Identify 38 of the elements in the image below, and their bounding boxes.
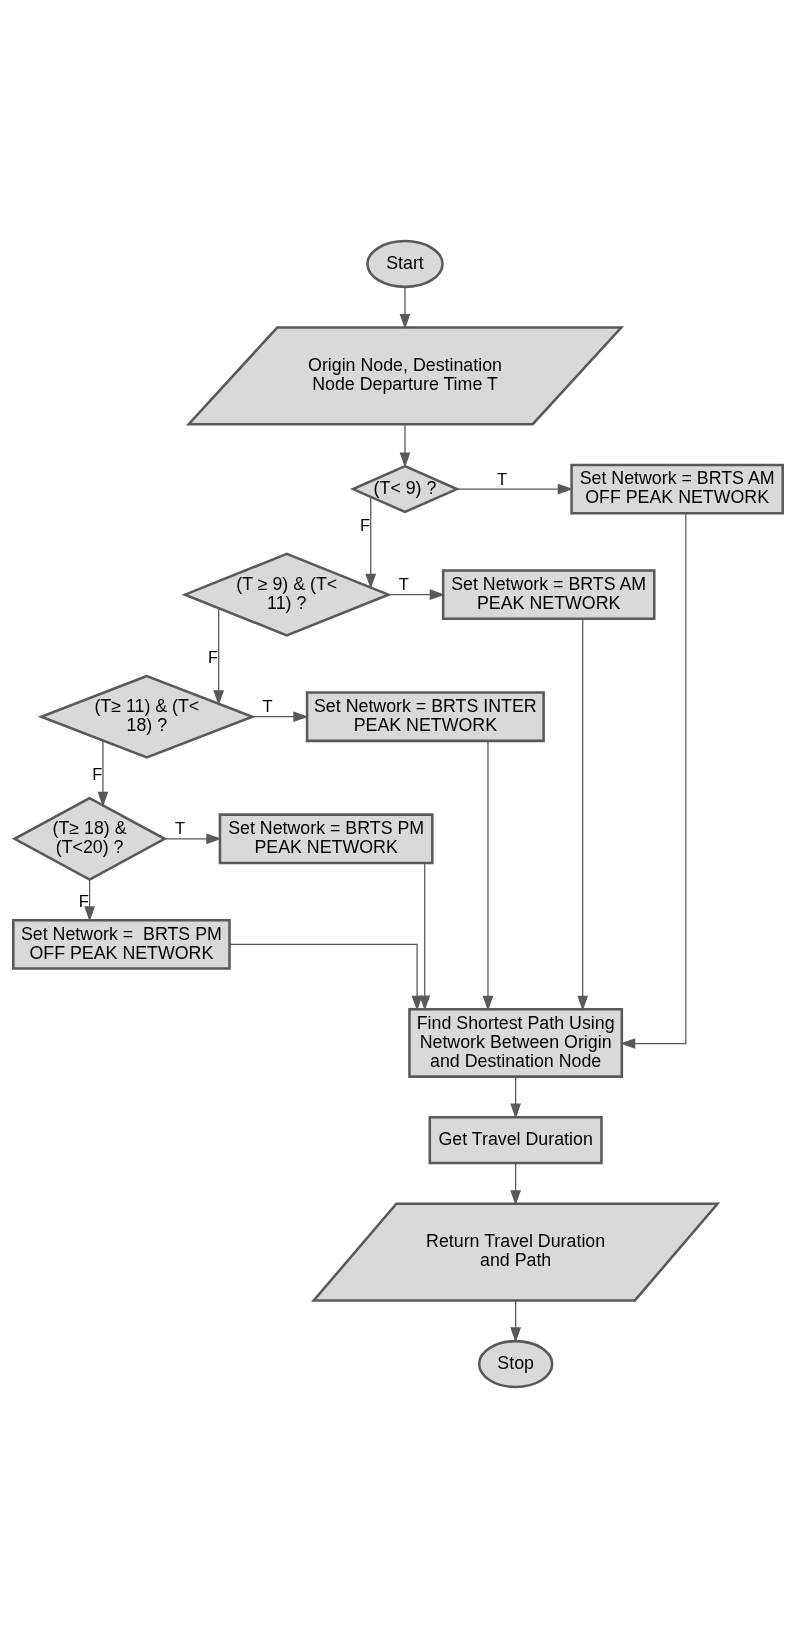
arrow [510,1299,521,1343]
arrow [510,1162,521,1206]
node-diamond: (T≥ 11) & (T< 18) ? [37,674,256,759]
node-diamond: (T≥ 18) & (T<20) ? [11,796,168,881]
arrow [482,740,494,1011]
arrow [229,943,423,1011]
arrow [620,512,687,1049]
arrow [388,589,445,600]
arrow [399,423,411,468]
edge-label: F [78,891,89,911]
arrow [164,833,222,845]
edge-label: F [207,647,219,667]
edge-label: F [359,516,371,536]
arrow [213,607,225,706]
edge-label: F [92,764,103,784]
node-box: Set Network = BRTS AM OFF PEAK NETWORK [570,463,784,515]
arrow [419,862,431,1011]
arrow [251,711,309,723]
node-diamond: (T ≥ 9) & (T< 11) ? [181,552,392,637]
node-box: Find Shortest Path Using Network Between Origin and Destination Node [408,1007,624,1078]
edge-label: T [496,469,508,489]
edge-label: T [262,697,273,717]
arrow [399,286,411,330]
node-box: Set Network = BRTS AM PEAK NETWORK [441,569,656,621]
arrow [577,618,589,1011]
node-ellipse: Stop [477,1339,554,1389]
node-box: Set Network = BRTS PM OFF PEAK NETWORK [12,918,231,970]
arrow [456,483,573,495]
node-box: Get Travel Duration [428,1116,603,1165]
edge-label: T [398,575,409,595]
arrow [510,1076,521,1119]
arrow [97,740,109,807]
arrow [365,496,377,590]
arrow [84,879,95,922]
node-ellipse: Start [366,239,444,289]
node-box: Set Network = BRTS PM PEAK NETWORK [218,813,434,865]
edge-label: T [175,819,186,839]
node-box: Set Network = BRTS INTER PEAK NETWORK [305,691,545,743]
